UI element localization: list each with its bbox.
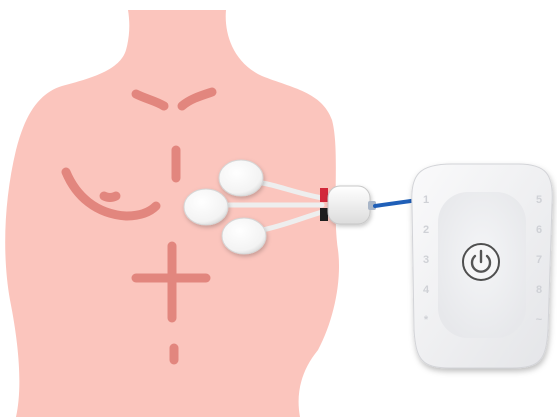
keypad-right-symbol[interactable]: 7 [536,254,542,266]
electrode-bottom [222,218,266,254]
keypad-right-symbol[interactable]: 6 [536,224,542,236]
keypad-right-symbol[interactable]: ~ [536,314,543,326]
power-button[interactable] [463,244,499,280]
keypad-left-symbol[interactable]: 2 [423,224,429,236]
keypad-left-symbol[interactable]: 1 [423,194,429,206]
electrode-top [219,160,263,196]
keypad-left-symbol[interactable]: 4 [423,284,430,296]
keypad-right-symbol[interactable]: 8 [536,284,542,296]
keypad-left-symbol[interactable]: * [424,314,429,326]
connector-body [328,186,370,224]
connector-black-band [320,208,328,221]
keypad-left-symbol[interactable]: 3 [423,254,429,266]
connector-red-band [320,188,328,202]
left-nipple-mark [104,196,116,198]
electrode-middle [184,189,228,225]
keypad-right-symbol[interactable]: 5 [536,194,542,206]
